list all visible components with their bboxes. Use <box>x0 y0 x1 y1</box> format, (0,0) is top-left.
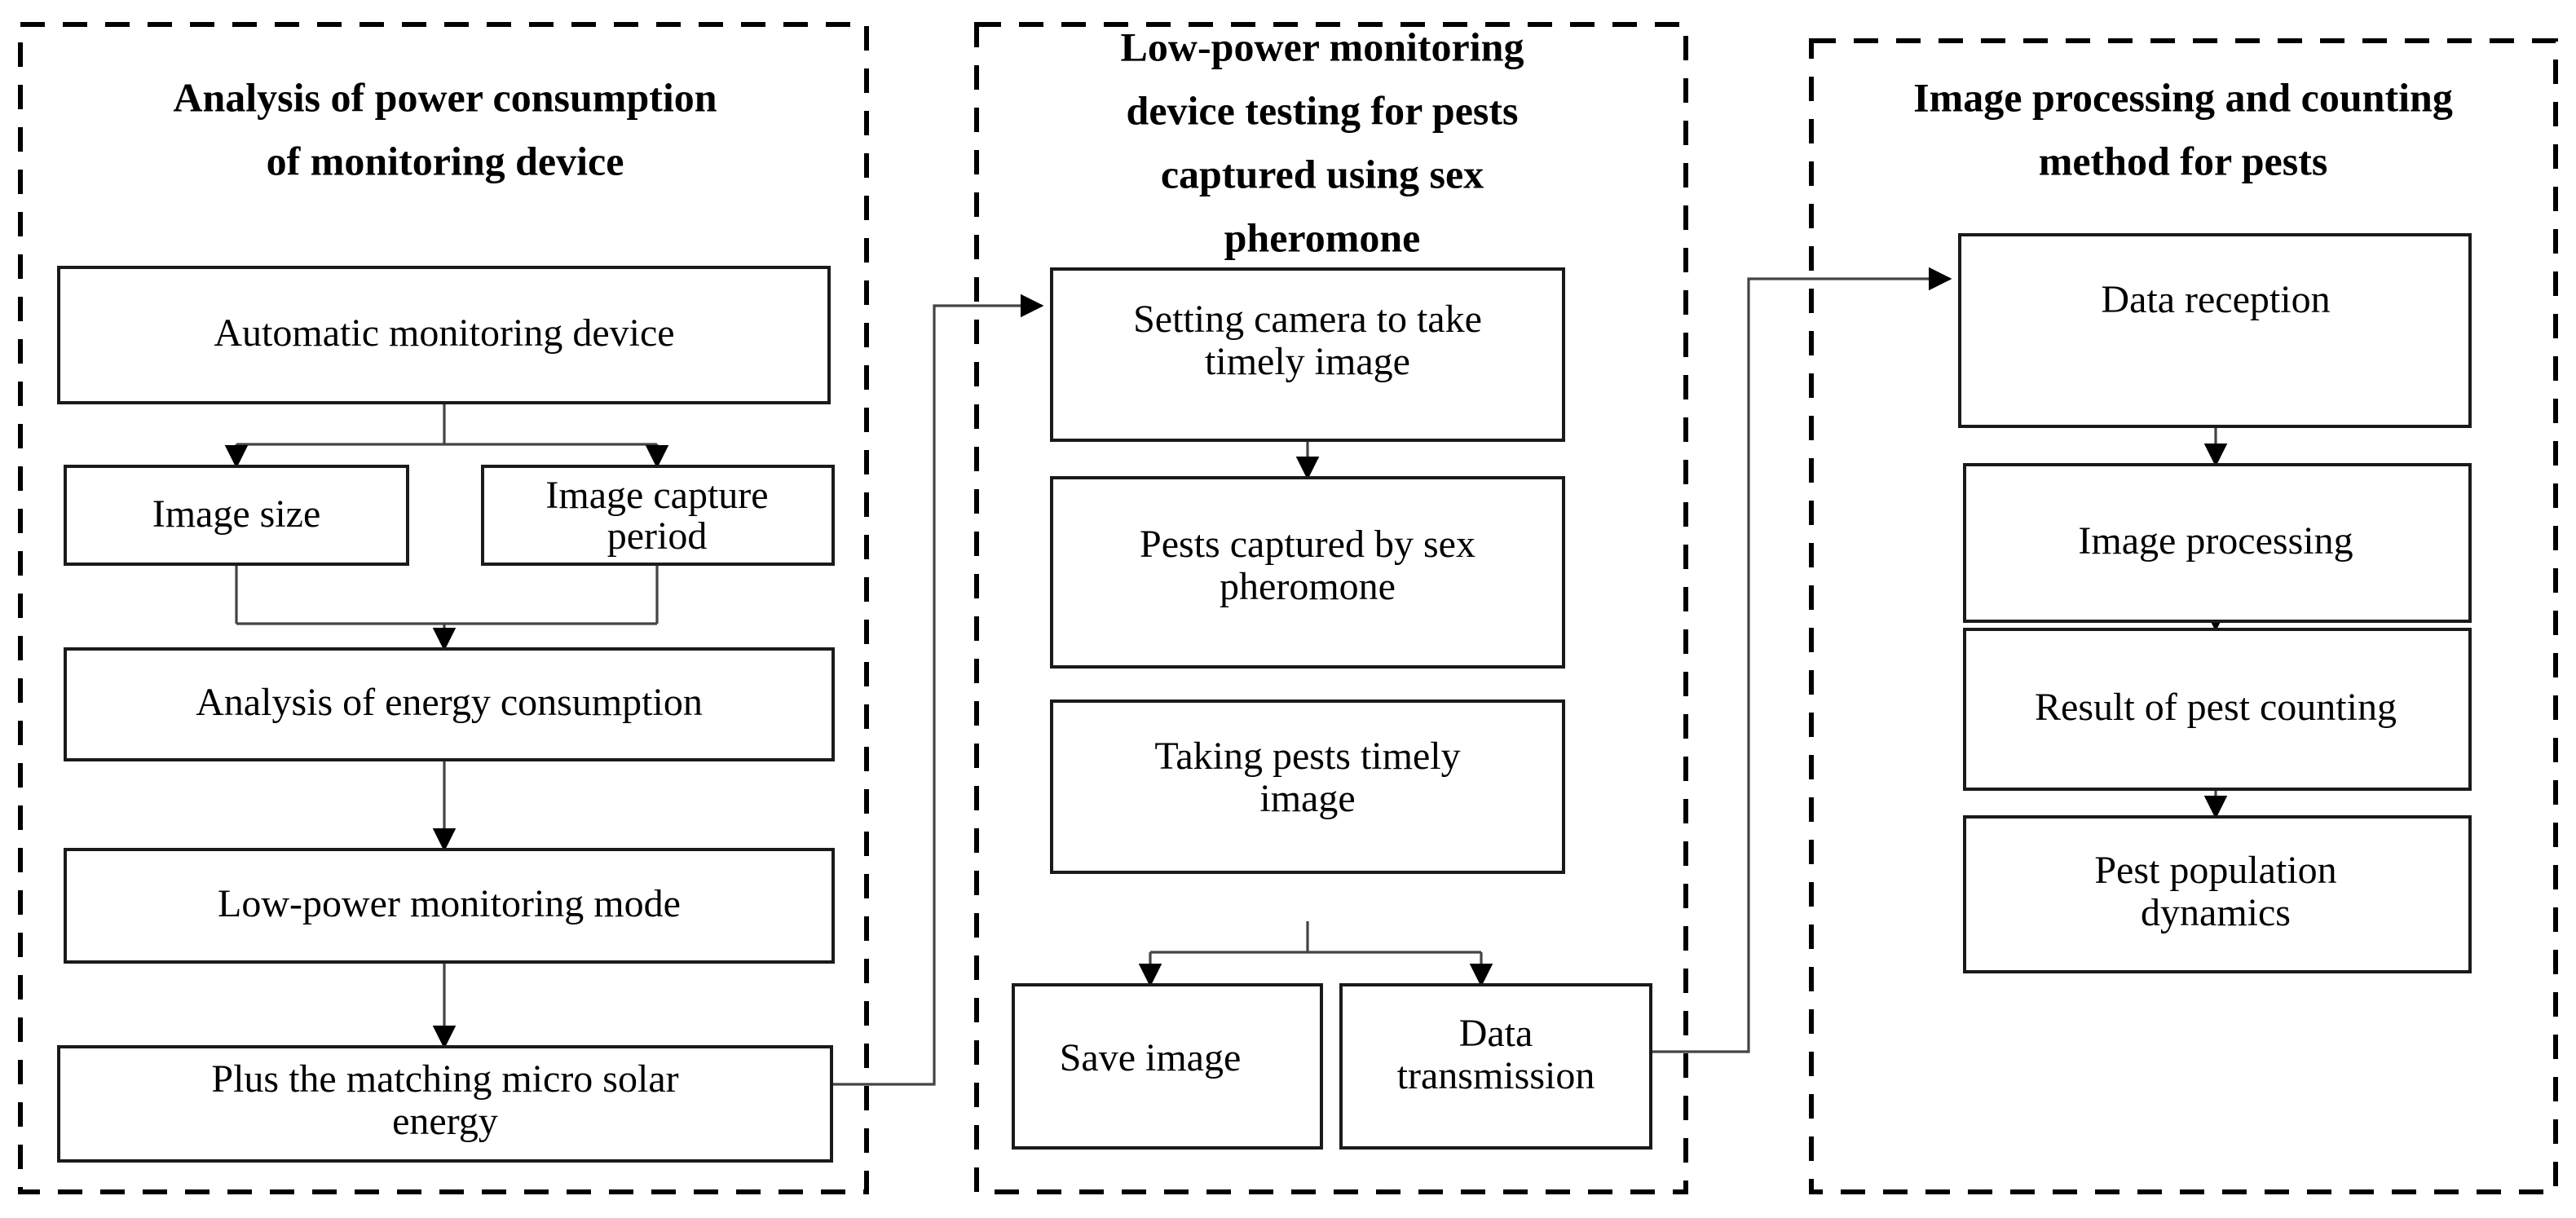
node-plus-matching-micro-solar-energy[interactable]: Plus the matching micro solar energy <box>57 1045 833 1163</box>
node-label: Plus the matching micro solar <box>211 1057 678 1101</box>
panel-title-line: Low-power monitoring <box>1121 24 1524 69</box>
node-box-rect[interactable] <box>64 848 835 964</box>
panel-title-line: method for pests <box>2039 138 2328 183</box>
node-label: Pest population <box>2094 849 2336 892</box>
node-setting-camera-to-take-timely-image[interactable]: Setting camera to take timely image <box>1050 267 1565 442</box>
panel-power-analysis-title: Analysis of power consumption of monitor… <box>173 74 717 183</box>
node-low-power-monitoring-mode[interactable]: Low-power monitoring mode <box>64 848 835 964</box>
node-box-rect[interactable] <box>64 465 409 566</box>
node-taking-pests-timely-image[interactable]: Taking pests timely image <box>1050 699 1565 874</box>
node-box-rect[interactable] <box>1050 267 1565 442</box>
node-label: Image processing <box>2078 519 2353 563</box>
node-box-rect[interactable] <box>57 266 831 404</box>
node-label: timely image <box>1205 340 1410 383</box>
node-data-reception[interactable]: Data reception <box>1958 233 2472 428</box>
panel-title-line: captured using sex <box>1161 151 1484 196</box>
node-label: Save image <box>1060 1036 1242 1079</box>
node-image-processing[interactable]: Image processing <box>1963 463 2472 623</box>
edge-solar-to-setting-camera <box>831 293 1044 1086</box>
node-label: Analysis of energy consumption <box>196 681 703 724</box>
node-label: Setting camera to take <box>1133 298 1482 341</box>
node-box-rect[interactable] <box>1963 463 2472 623</box>
node-box-rect[interactable] <box>1958 233 2472 428</box>
node-label: energy <box>392 1100 498 1143</box>
node-image-capture-period[interactable]: Image capture period <box>481 465 835 566</box>
node-label: Data <box>1459 1012 1533 1055</box>
panel-device-testing-title: Low-power monitoring device testing for … <box>1121 24 1524 260</box>
node-label: Result of pest counting <box>2035 686 2397 729</box>
panel-title-line: device testing for pests <box>1127 87 1519 133</box>
panel-device-testing-border <box>974 22 1688 1194</box>
node-box-rect[interactable] <box>57 1045 833 1163</box>
node-label: dynamics <box>2141 891 2291 934</box>
node-box-rect[interactable] <box>1050 699 1565 874</box>
panel-image-processing-title: Image processing and counting method for… <box>1913 74 2453 183</box>
panel-title-line: Analysis of power consumption <box>173 74 717 120</box>
panel-title-line: Image processing and counting <box>1913 74 2453 120</box>
node-label: Taking pests timely <box>1154 735 1460 778</box>
node-label: period <box>607 514 708 558</box>
node-label: Image size <box>152 492 321 536</box>
panel-title-line: pheromone <box>1224 214 1421 260</box>
panel-title-line: of monitoring device <box>267 138 624 183</box>
node-label: Automatic monitoring device <box>214 311 674 355</box>
edge-data-transmission-to-data-reception <box>1624 267 1952 1053</box>
node-label: Pests captured by sex <box>1140 523 1475 566</box>
node-box-rect[interactable] <box>64 647 835 761</box>
node-automatic-monitoring-device[interactable]: Automatic monitoring device <box>57 266 831 404</box>
node-label: Data reception <box>2101 278 2330 321</box>
node-save-image[interactable]: Save image <box>1012 983 1323 1150</box>
node-result-of-pest-counting[interactable]: Result of pest counting <box>1963 628 2472 791</box>
node-label: Image capture <box>545 474 768 517</box>
node-box-rect[interactable] <box>1050 476 1565 669</box>
node-box-rect[interactable] <box>481 465 835 566</box>
panel-image-processing-border <box>1809 38 2558 1194</box>
node-box-rect[interactable] <box>1012 983 1323 1150</box>
node-box-rect[interactable] <box>1963 815 2472 973</box>
node-label: transmission <box>1397 1054 1595 1097</box>
node-label: Low-power monitoring mode <box>218 882 681 925</box>
node-box-rect[interactable] <box>1963 628 2472 791</box>
node-pests-captured-by-sex-pheromone[interactable]: Pests captured by sex pheromone <box>1050 476 1565 669</box>
node-box-rect[interactable] <box>1339 983 1652 1150</box>
node-analysis-of-energy-consumption[interactable]: Analysis of energy consumption <box>64 647 835 761</box>
node-pest-population-dynamics[interactable]: Pest population dynamics <box>1963 815 2472 973</box>
panel-power-analysis-border <box>18 22 869 1194</box>
node-label: pheromone <box>1220 565 1396 608</box>
node-label: image <box>1259 777 1355 820</box>
node-data-transmission[interactable]: Data transmission <box>1339 983 1652 1150</box>
node-image-size[interactable]: Image size <box>64 465 409 566</box>
